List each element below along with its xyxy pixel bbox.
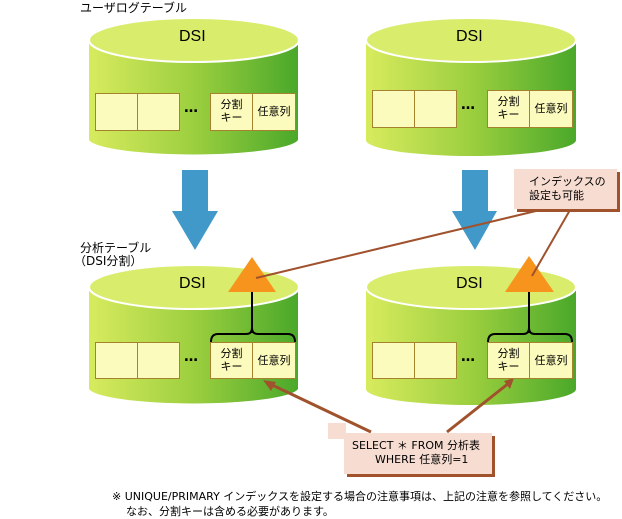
- partition-key-cell: 分割キー: [487, 342, 530, 379]
- ellipsis: …: [461, 97, 476, 113]
- partition-key-label-2: キー: [220, 360, 243, 373]
- index-triangle-left: [228, 257, 276, 292]
- any-column-cell: 任意列: [529, 342, 573, 379]
- cylinder-top: [88, 17, 300, 63]
- down-arrow-right: [452, 170, 497, 250]
- sql-arrow-right-head: [504, 378, 514, 389]
- column-cell: [372, 90, 415, 128]
- sql-arrow-left-head: [263, 380, 276, 391]
- column-cell: [414, 342, 457, 379]
- any-column-label: 任意列: [534, 354, 568, 367]
- column-cell: [95, 93, 138, 131]
- partition-key-label-2: キー: [220, 111, 243, 124]
- note-line2: なお、分割キーは含める必要があります。: [126, 505, 334, 518]
- partition-key-label: 分割: [497, 95, 520, 108]
- partition-key-label: 分割: [220, 98, 243, 111]
- any-column-cell: 任意列: [252, 342, 296, 379]
- sql-callout: SELECT ＊ FROM 分析表 WHERE 任意列=1: [344, 433, 492, 474]
- partition-key-label-2: キー: [497, 108, 520, 121]
- sql-line1: SELECT ＊ FROM 分析表: [352, 439, 481, 452]
- label-dsi-partition: （DSI分割）: [74, 254, 143, 268]
- partition-key-label: 分割: [220, 347, 243, 360]
- partition-key-cell: 分割キー: [487, 90, 530, 128]
- label-analysis-table: 分析テーブル: [80, 241, 152, 255]
- index-callout-line1: インデックスの: [529, 175, 606, 188]
- partition-key-label-2: キー: [497, 360, 520, 373]
- cylinder-top: [365, 17, 577, 63]
- column-cell: [414, 90, 457, 128]
- column-cell: [137, 342, 180, 379]
- index-callout: インデックスの 設定も可能: [514, 169, 617, 209]
- ellipsis: …: [461, 349, 476, 365]
- partition-key-label: 分割: [497, 347, 520, 360]
- label-user-log-table: ユーザログテーブル: [80, 1, 188, 15]
- partition-key-cell: 分割キー: [210, 342, 253, 379]
- index-callout-line2: 設定も可能: [529, 189, 584, 202]
- any-column-cell: 任意列: [252, 93, 296, 131]
- column-cell: [372, 342, 415, 379]
- ellipsis: …: [184, 100, 199, 116]
- connector-index-left: [255, 209, 541, 279]
- sql-callout-tab: [328, 423, 346, 439]
- sql-line2: WHERE 任意列=1: [375, 453, 469, 466]
- cylinder-title: DSI: [456, 275, 483, 292]
- any-column-label: 任意列: [534, 102, 568, 115]
- any-column-label: 任意列: [257, 105, 291, 118]
- any-column-label: 任意列: [257, 354, 291, 367]
- partition-key-cell: 分割キー: [210, 93, 253, 131]
- down-arrow-left: [172, 170, 218, 250]
- column-cell: [137, 93, 180, 131]
- sql-arrow-right: [446, 381, 510, 434]
- connector-index-right: [531, 209, 571, 277]
- index-triangle-right: [505, 256, 554, 292]
- any-column-cell: 任意列: [529, 90, 573, 128]
- cylinder-title: DSI: [179, 275, 206, 292]
- cylinder-title: DSI: [456, 28, 483, 45]
- brace-right: [487, 327, 573, 343]
- column-cell: [95, 342, 138, 379]
- note-line1: ※ UNIQUE/PRIMARY インデックスを設定する場合の注意事項は、上記の…: [112, 490, 608, 503]
- brace-left: [210, 327, 296, 343]
- cylinder-title: DSI: [179, 28, 206, 45]
- ellipsis: …: [184, 349, 199, 365]
- sql-arrow-left: [267, 381, 372, 434]
